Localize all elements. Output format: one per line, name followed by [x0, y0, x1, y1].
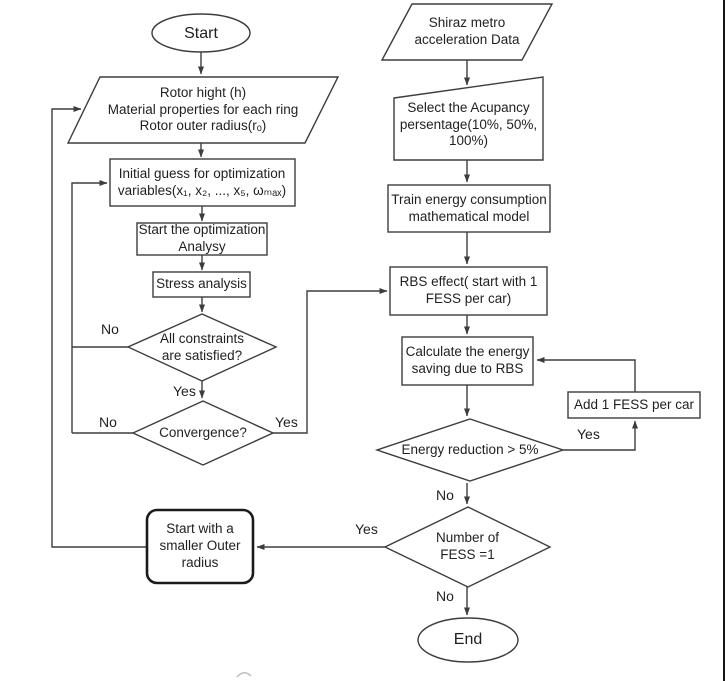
connector-energy-yes-to-addfess: [563, 420, 638, 451]
optimization-label: Start the optimization Analysy: [138, 222, 266, 254]
connector-convergence-yes-to-rbs: [273, 288, 388, 434]
end-label: End: [453, 631, 483, 649]
optimization-box: [136, 222, 268, 256]
energy-reduction-diamond: [374, 418, 566, 482]
rotor-input-label: Rotor hight (h) Material properties for …: [107, 84, 299, 134]
initial-guess-label: Initial guess for optimization variables…: [117, 165, 287, 198]
convergence-no-label: No: [99, 414, 117, 430]
convergence-yes-label: Yes: [275, 414, 298, 430]
energy-yes-label: Yes: [577, 426, 600, 442]
energy-no-label: No: [436, 487, 454, 503]
add-fess-box: [567, 391, 701, 419]
train-model-box: [387, 184, 551, 233]
occupancy-label: Select the Acupancy persentage(10%, 50%,…: [399, 99, 538, 149]
rbs-effect-label: RBS effect( start with 1 FESS per car): [399, 274, 538, 306]
number-fess-label: Number of FESS =1: [435, 530, 500, 562]
smaller-radius-label: Start with a smaller Outer radius: [159, 521, 241, 570]
fess-no-label: No: [436, 588, 454, 604]
stress-label: Stress analysis: [156, 276, 247, 292]
train-model-label: Train energy consumption mathematical mo…: [391, 191, 547, 224]
rotor-input-parallelogram: [66, 76, 340, 144]
occupancy-input-shape: [393, 76, 544, 161]
constraints-yes-label: Yes: [173, 383, 196, 399]
initial-guess-box: [109, 158, 296, 207]
stress-box: [152, 271, 251, 298]
start-label: Start: [184, 24, 218, 42]
connector-radius-loop-to-rotor: [51, 106, 147, 548]
constraints-label: All constraints are satisfied?: [159, 330, 245, 363]
caption-smudge: [236, 672, 252, 678]
calc-saving-label: Calculate the energy saving due to RBS: [405, 344, 530, 376]
convergence-label: Convergence?: [159, 424, 247, 440]
connector-no-loop-to-guess: [71, 180, 108, 433]
convergence-diamond: [131, 400, 275, 466]
smaller-radius-box: [145, 508, 255, 585]
connector-addfess-to-calc: [536, 357, 636, 392]
fess-yes-label: Yes: [355, 521, 378, 537]
number-fess-diamond: [383, 506, 552, 588]
constraints-no-label: No: [101, 321, 119, 337]
start-terminator-shape: [151, 13, 251, 53]
constraints-diamond: [126, 313, 278, 382]
end-terminator-shape: [417, 617, 519, 663]
energy-reduction-label: Energy reduction > 5%: [401, 441, 539, 457]
add-fess-label: Add 1 FESS per car: [573, 396, 695, 412]
calc-saving-box: [401, 336, 534, 386]
rbs-effect-box: [389, 266, 548, 316]
metro-data-label: Shiraz metro acceleration Data: [414, 15, 520, 47]
metro-data-parallelogram: [380, 3, 554, 61]
